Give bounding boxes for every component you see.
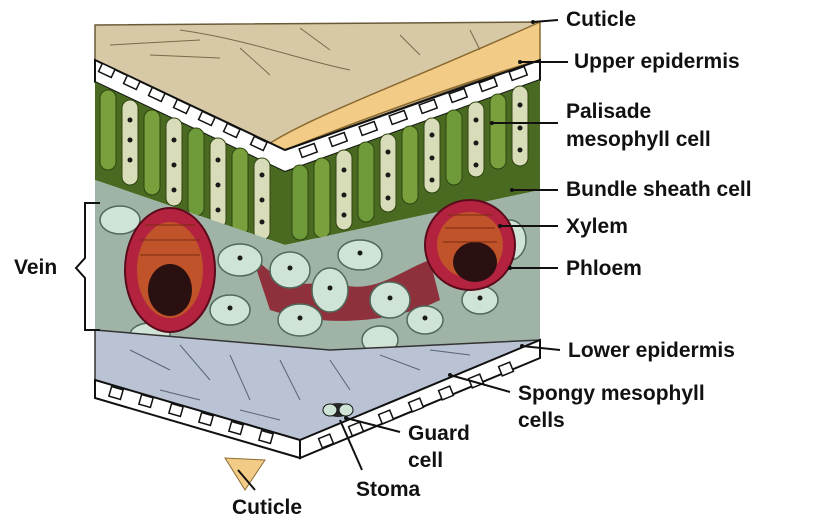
- label-palisade-line1: Palisade: [566, 101, 651, 123]
- vein-left: [125, 208, 215, 332]
- vein-right: [425, 200, 515, 290]
- label-lower-epidermis: Lower epidermis: [568, 340, 735, 362]
- label-guard-line2: cell: [408, 450, 443, 472]
- label-cuticle-top: Cuticle: [566, 9, 636, 31]
- stoma-guard-cells: [323, 403, 353, 417]
- label-bundle-sheath: Bundle sheath cell: [566, 179, 752, 201]
- label-upper-epidermis: Upper epidermis: [574, 51, 740, 73]
- label-palisade-line2: mesophyll cell: [566, 129, 711, 151]
- label-vein: Vein: [14, 257, 57, 279]
- label-spongy-line1: Spongy mesophyll: [518, 383, 705, 405]
- label-stoma: Stoma: [356, 479, 420, 501]
- label-spongy-line2: cells: [518, 410, 565, 432]
- label-guard-line1: Guard: [408, 423, 470, 445]
- label-phloem: Phloem: [566, 258, 642, 280]
- label-xylem: Xylem: [566, 216, 628, 238]
- label-cuticle-bottom: Cuticle: [232, 497, 302, 519]
- lower-epidermis-layer: [95, 330, 540, 490]
